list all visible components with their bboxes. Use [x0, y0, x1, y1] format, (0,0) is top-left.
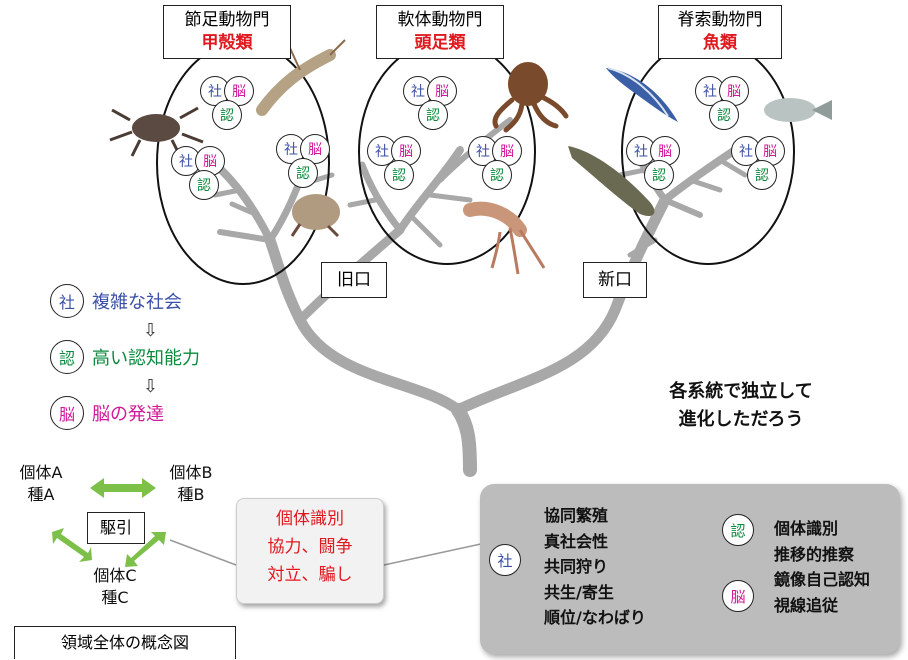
arrow-a-c — [52, 528, 92, 562]
legend-cognition-symbol: 認 — [50, 340, 84, 374]
class-name: 甲殻類 — [201, 33, 253, 53]
class-name: 魚類 — [703, 33, 737, 53]
individual-c: 個体C 種C — [82, 565, 148, 609]
badge-cognition: 認 — [644, 160, 674, 190]
species-b-label: 種B — [177, 485, 205, 504]
legend-brain-symbol: 脳 — [50, 396, 84, 430]
badge-cognition: 認 — [482, 160, 512, 190]
arrow-b-c — [125, 532, 166, 567]
individual-c-label: 個体C — [93, 566, 137, 585]
social-list: 協同繁殖 真社会性 共同狩り 共生/寄生 順位/なわばり — [544, 503, 646, 631]
cichlid-fish-image — [764, 98, 832, 122]
phylum-label-chordata: 脊索動物門 魚類 — [658, 5, 782, 59]
interaction-box: 個体識別 協力、闘争 対立、騙し — [236, 498, 384, 604]
summary-box — [480, 484, 900, 654]
badge-cognition: 認 — [288, 158, 318, 188]
badge-cognition: 認 — [212, 100, 242, 130]
species-c-label: 種C — [101, 588, 129, 607]
social-item: 順位/なわばり — [544, 608, 646, 627]
arrow-a-b — [90, 478, 156, 498]
interaction-item: 対立、騙し — [267, 565, 353, 585]
summary-social-symbol: 社 — [489, 544, 521, 576]
cognitive-item: 視線追従 — [774, 595, 839, 615]
driver-box: 駆引 — [87, 512, 145, 544]
badge-cognition: 認 — [709, 100, 739, 130]
label-deuterostome: 新口 — [583, 262, 647, 298]
callout-lines — [169, 539, 491, 566]
legend-social-symbol: 社 — [50, 284, 84, 318]
individual-a: 個体A 種A — [8, 462, 74, 506]
cognitive-item: 鏡像自己認知 — [774, 570, 871, 589]
conclusion-text: 各系統で独立して 進化しただろう — [636, 378, 846, 434]
interaction-item: 個体識別 — [276, 509, 344, 529]
phylum-name: 脊索動物門 — [677, 10, 763, 30]
class-name: 頭足類 — [414, 33, 466, 53]
concept-caption: 領域全体の概念図 — [14, 626, 236, 659]
crab-image — [109, 106, 204, 157]
individual-b: 個体B 種B — [158, 462, 224, 506]
down-arrow-icon: ⇩ — [143, 320, 159, 341]
goby-fish-image — [568, 146, 655, 217]
badge-cognition: 認 — [384, 160, 414, 190]
badge-cognition: 認 — [747, 160, 777, 190]
legend-brain-text: 脳の発達 — [92, 404, 164, 425]
species-a-label: 種A — [27, 485, 55, 504]
legend-cognition-text: 高い認知能力 — [92, 348, 200, 369]
badge-brain: 脳 — [427, 76, 457, 106]
hermit-crab-image — [290, 194, 340, 238]
conclusion-line-1: 各系統で独立して — [669, 381, 813, 402]
social-item: 協同繁殖 — [544, 506, 609, 525]
cognitive-item: 推移的推察 — [774, 544, 855, 564]
interaction-item: 協力、闘争 — [267, 537, 353, 557]
label-protostome: 旧口 — [321, 262, 387, 298]
badge-cognition: 認 — [418, 100, 448, 130]
social-item: 真社会性 — [544, 531, 609, 551]
shrimp-image — [256, 39, 346, 116]
legend-cognition: 認 高い認知能力 — [50, 340, 200, 374]
phylum-name: 軟体動物門 — [397, 10, 483, 30]
down-arrow-icon: ⇩ — [143, 376, 159, 397]
legend-social: 社 複雑な社会 — [50, 284, 182, 318]
phylum-label-arthropoda: 節足動物門 甲殻類 — [163, 5, 291, 59]
summary-brain-symbol: 脳 — [722, 580, 754, 612]
individual-b-label: 個体B — [169, 463, 213, 482]
phylum-name: 節足動物門 — [184, 10, 270, 30]
badge-brain: 脳 — [755, 136, 785, 166]
squid-image — [463, 201, 546, 275]
summary-cognition-symbol: 認 — [722, 514, 754, 546]
social-item: 共生/寄生 — [544, 582, 614, 602]
cognitive-list: 個体識別 推移的推察 鏡像自己認知 視線追従 — [774, 516, 870, 618]
cognitive-item: 個体識別 — [774, 519, 839, 538]
concept-arrows — [52, 478, 166, 567]
conclusion-line-2: 進化しただろう — [678, 409, 804, 430]
phylum-label-mollusca: 軟体動物門 頭足類 — [376, 5, 504, 59]
legend-brain: 脳 脳の発達 — [50, 396, 164, 430]
legend-social-text: 複雑な社会 — [92, 292, 182, 313]
blue-fish-image — [606, 67, 678, 122]
badge-cognition: 認 — [189, 170, 219, 200]
individual-a-label: 個体A — [19, 463, 63, 482]
social-item: 共同狩り — [544, 557, 609, 576]
octopus-image — [492, 62, 569, 133]
